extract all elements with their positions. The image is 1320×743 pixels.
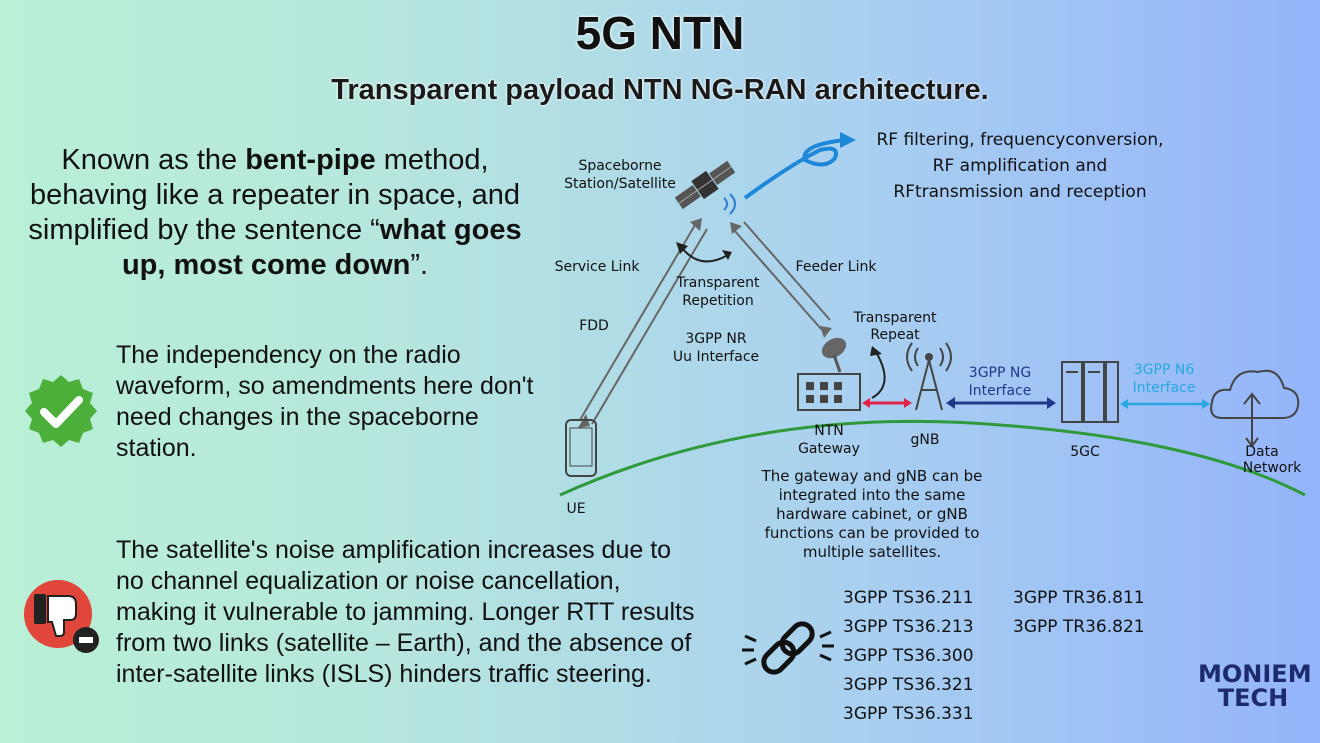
pro-point: The independency on the radio waveform, … <box>116 341 534 462</box>
data-network-cloud-icon <box>1210 369 1300 448</box>
moniem-tech-logo: MONIEM TECH <box>1198 660 1312 712</box>
feeder-link-label: Feeder Link <box>796 259 878 275</box>
nr-uu-label-1: 3GPP NR <box>685 331 747 347</box>
reference-item: 3GPP TS36.321 <box>843 675 974 695</box>
core-server-icon <box>1061 361 1119 423</box>
check-badge-icon <box>25 375 97 447</box>
gateway-note-1: The gateway and gNB can be <box>761 467 983 485</box>
ntn-gateway-label-1: NTN <box>814 423 844 439</box>
payload-note-3: RFtransmission and reception <box>893 182 1146 202</box>
ue-label: UE <box>566 501 585 517</box>
ue-phone-icon <box>565 419 597 477</box>
gnb-tower-icon <box>906 342 952 411</box>
satellite-dish-icon <box>821 337 847 373</box>
reference-item: 3GPP TS36.213 <box>843 617 974 637</box>
data-network-label-2: Network <box>1243 460 1302 476</box>
n6-interface-label-1: 3GPP N6 <box>1134 362 1195 378</box>
payload-note-2: RF amplification and <box>933 156 1108 176</box>
intro-paragraph: Known as the bent-pipe method, behaving … <box>10 143 540 283</box>
swirl-arrow <box>743 138 846 200</box>
satellite-icon <box>674 160 736 210</box>
satellite-label-2: Station/Satellite <box>564 176 676 192</box>
service-link-label: Service Link <box>555 259 641 275</box>
link-chain-icon <box>761 621 815 675</box>
intro-text-1: Known as the <box>61 144 246 176</box>
thumbs-down-icon <box>24 580 99 653</box>
reference-item: 3GPP TR36.811 <box>1013 588 1145 608</box>
reference-item: 3GPP TS36.211 <box>843 588 974 608</box>
gateway-note-5: multiple satellites. <box>803 543 941 561</box>
logo-line-1: MONIEM <box>1198 660 1312 688</box>
page-title: 5G NTN <box>575 7 745 59</box>
satellite-label-1: Spaceborne <box>578 158 661 174</box>
intro-text-2: method, behaving like a repeater in spac… <box>28 144 521 246</box>
gateway-note-3: hardware cabinet, or gNB <box>776 505 968 523</box>
transparent-repeat-1: Transparent <box>853 310 937 326</box>
gateway-note-2: integrated into the same <box>779 486 966 504</box>
fdd-label: FDD <box>579 318 609 334</box>
reference-item: 3GPP TS36.331 <box>843 704 974 724</box>
intro-text-3: ”. <box>410 249 429 281</box>
core-label: 5GC <box>1070 444 1100 460</box>
transparent-repetition-2: Repetition <box>682 293 753 309</box>
gateway-note-4: functions can be provided to <box>765 524 980 542</box>
transparent-repeat-2: Repeat <box>870 327 920 343</box>
ng-interface-label-2: Interface <box>969 383 1032 399</box>
data-network-label-1: Data <box>1245 444 1278 460</box>
nr-uu-label-2: Uu Interface <box>673 349 759 365</box>
intro-bold-1: bent-pipe <box>245 144 376 176</box>
ng-interface-label-1: 3GPP NG <box>969 365 1031 381</box>
page-subtitle: Transparent payload NTN NG-RAN architect… <box>331 74 989 106</box>
ntn-gateway-label-2: Gateway <box>798 441 860 457</box>
ntn-gateway-icon <box>797 373 861 411</box>
reference-item: 3GPP TR36.821 <box>1013 617 1145 637</box>
n6-interface-label-2: Interface <box>1133 380 1196 396</box>
intro-bold-2: what goes up, most come down <box>121 214 522 281</box>
earth-surface-line <box>559 419 1306 497</box>
gnb-label: gNB <box>911 432 940 448</box>
payload-note-1: RF filtering, frequencyconversion, <box>876 130 1163 150</box>
logo-line-2: TECH <box>1217 684 1289 712</box>
transparent-repetition-1: Transparent <box>676 275 760 291</box>
con-point: The satellite's noise amplification incr… <box>116 536 695 688</box>
reference-item: 3GPP TS36.300 <box>843 646 974 666</box>
